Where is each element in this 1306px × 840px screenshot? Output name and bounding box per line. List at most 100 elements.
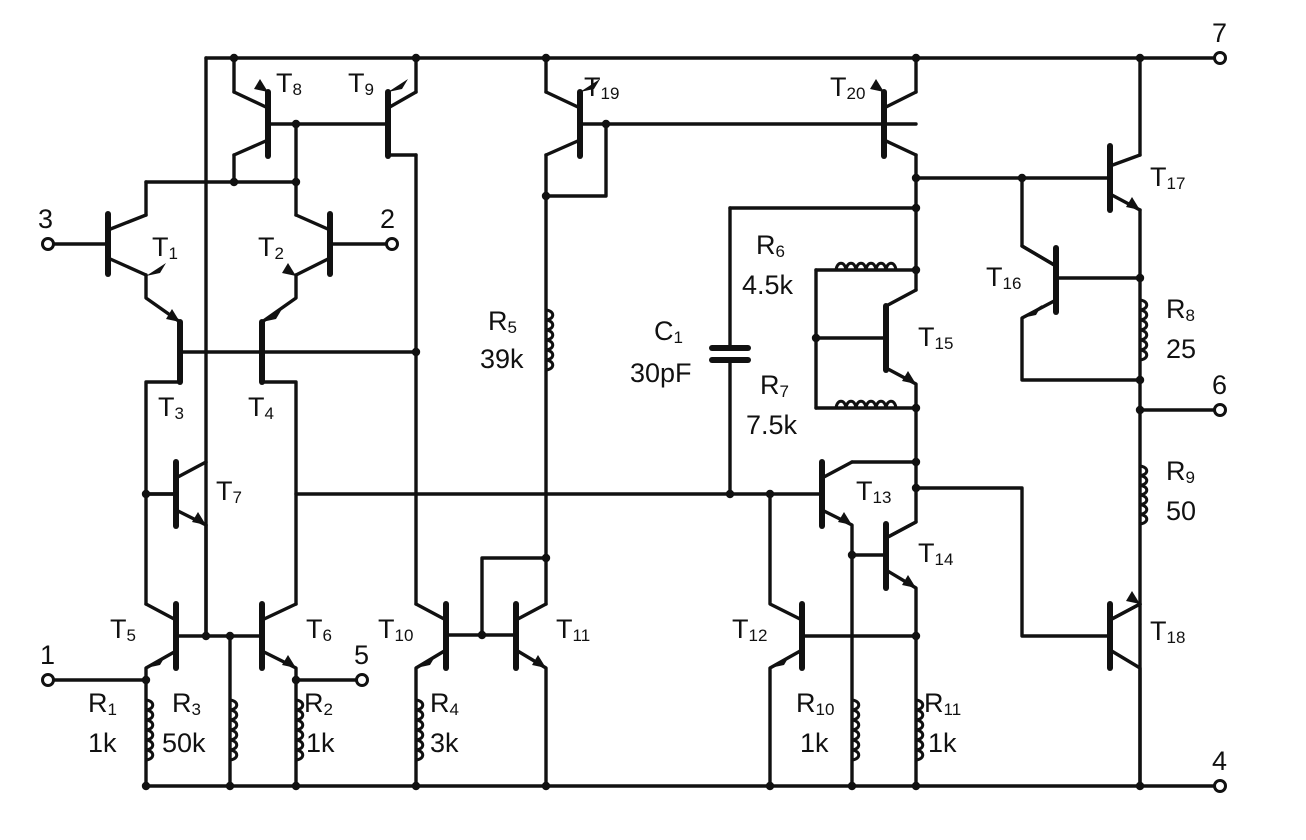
- transistor-t2: [282, 211, 333, 277]
- resistor-r3-designator: R3: [172, 688, 201, 719]
- resistor-r5-value: 39k: [480, 344, 524, 374]
- transistor-t13-designator: T13: [856, 476, 891, 507]
- transistor-t14: [883, 520, 918, 591]
- transistor-t20-designator: T20: [830, 72, 865, 103]
- capacitor-c1-value: 30pF: [630, 358, 692, 388]
- junction-dot: [811, 333, 821, 343]
- transistor-t14-designator: T14: [918, 538, 953, 569]
- junction-dot: [911, 53, 921, 63]
- transistor-t18: [1107, 591, 1142, 671]
- junction-dot: [141, 675, 151, 685]
- resistor-r8: [1139, 298, 1149, 362]
- junction-dot: [411, 347, 421, 357]
- junction-dot: [1135, 781, 1145, 791]
- junction-dot: [911, 203, 921, 213]
- junction-dot: [201, 631, 211, 641]
- pin-3-terminal: [41, 237, 55, 251]
- resistor-r10-designator: R10: [796, 688, 834, 719]
- resistor-symbols: [145, 261, 1149, 762]
- transistor-t13: [819, 459, 854, 529]
- transistor-t6-designator: T6: [306, 614, 332, 645]
- resistor-r7: [834, 399, 898, 409]
- resistor-r9-designator: R9: [1166, 456, 1195, 487]
- junction-dot: [911, 483, 921, 493]
- junction-dot: [911, 403, 921, 413]
- transistor-t15: [883, 303, 916, 384]
- junction-dot: [847, 550, 857, 560]
- pin-3-label: 3: [38, 204, 53, 234]
- transistor-t19-designator: T19: [584, 72, 619, 103]
- junction-dot: [291, 781, 301, 791]
- junction-dot: [765, 489, 775, 499]
- pin-5-terminal: [355, 673, 369, 687]
- transistor-t8-designator: T8: [276, 68, 302, 99]
- transistor-t8: [232, 79, 271, 159]
- pin-4-terminal: [1213, 779, 1227, 793]
- resistor-r7-value: 7.5k: [746, 410, 798, 440]
- pin-7-terminal: [1213, 51, 1227, 65]
- junction-dot: [477, 630, 487, 640]
- junction-dot: [141, 489, 151, 499]
- capacitor-c1: [709, 345, 751, 363]
- pin-6-label: 6: [1212, 370, 1227, 400]
- transistor-t2-designator: T2: [258, 232, 284, 263]
- transistor-t16: [1020, 244, 1059, 318]
- pin-2-label: 2: [380, 204, 395, 234]
- resistor-r9-value: 50: [1166, 496, 1196, 526]
- resistor-r8-designator: R8: [1166, 294, 1195, 325]
- resistor-r10: [851, 698, 861, 762]
- resistor-r7-designator: R7: [760, 370, 789, 401]
- junction-dot: [411, 53, 421, 63]
- junction-dot: [225, 781, 235, 791]
- junction-dot: [291, 119, 301, 129]
- transistor-t3-designator: T3: [158, 392, 184, 423]
- resistor-r3-value: 50k: [162, 728, 206, 758]
- resistor-r1-value: 1k: [88, 728, 117, 758]
- pin-1-label: 1: [40, 640, 55, 670]
- resistor-r5-designator: R5: [488, 306, 517, 337]
- resistor-r11-designator: R11: [924, 688, 961, 719]
- junction-dot: [411, 781, 421, 791]
- junction-dot: [541, 53, 551, 63]
- junction-dot: [229, 53, 239, 63]
- resistor-r6-designator: R6: [756, 230, 785, 261]
- resistor-r8-value: 25: [1166, 334, 1196, 364]
- transistor-t5-designator: T5: [110, 614, 136, 645]
- pin-5-label: 5: [354, 640, 369, 670]
- junction-dot: [1135, 405, 1145, 415]
- resistor-r11-value: 1k: [928, 728, 957, 758]
- resistor-r3: [229, 698, 239, 762]
- resistor-r5: [545, 308, 555, 372]
- resistor-r4-value: 3k: [430, 728, 459, 758]
- transistor-t17-designator: T17: [1150, 162, 1185, 193]
- junction-dot: [541, 781, 551, 791]
- transistor-t9-designator: T9: [348, 68, 374, 99]
- transistor-t5: [144, 601, 179, 671]
- transistor-t12: [770, 601, 805, 671]
- junction-dot: [911, 781, 921, 791]
- transistor-t15-designator: T15: [918, 322, 953, 353]
- transistor-t17: [1107, 143, 1142, 213]
- junction-dot: [1017, 173, 1027, 183]
- transistor-t4: [259, 309, 282, 385]
- junction-dot: [141, 781, 151, 791]
- junction-dot: [911, 631, 921, 641]
- pin-terminals: [41, 51, 1227, 793]
- transistor-symbols: [105, 79, 1142, 671]
- junction-dot: [229, 177, 239, 187]
- resistor-r6: [834, 261, 898, 271]
- transistor-t3: [166, 309, 183, 385]
- junction-dot: [1135, 375, 1145, 385]
- pin-7-label: 7: [1212, 18, 1227, 48]
- junction-dot: [911, 457, 921, 467]
- resistor-r2: [295, 698, 305, 762]
- transistor-t12-designator: T12: [732, 614, 767, 645]
- junction-dot: [1135, 53, 1145, 63]
- junction-dots: [141, 53, 1145, 791]
- transistor-t4-designator: T4: [248, 392, 274, 423]
- transistor-t11: [513, 601, 546, 671]
- resistor-r11: [915, 698, 925, 762]
- wires: [46, 56, 1222, 788]
